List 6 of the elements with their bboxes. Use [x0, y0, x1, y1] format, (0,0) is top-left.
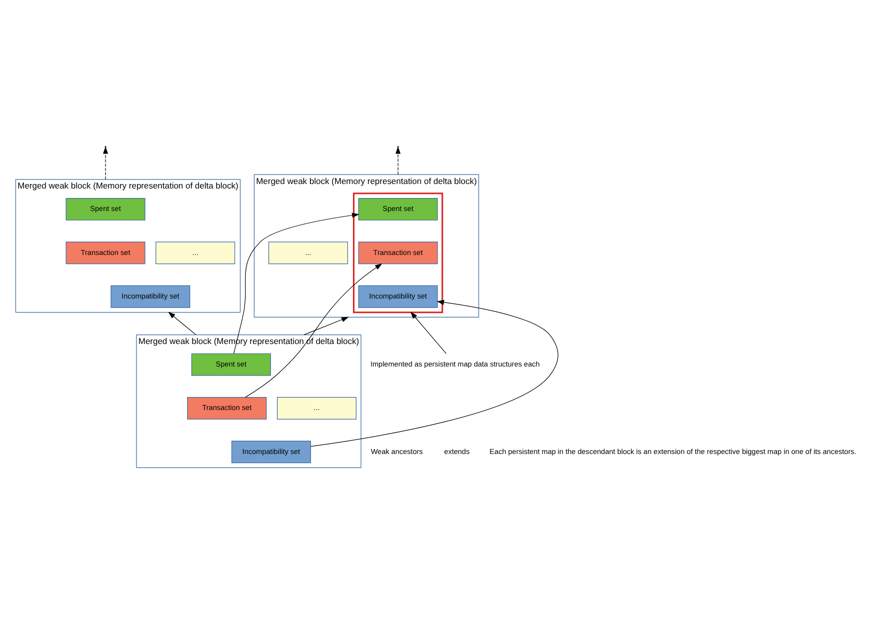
arrow — [304, 316, 349, 336]
arrow — [233, 212, 360, 354]
arrow — [168, 312, 196, 336]
arrow — [410, 312, 446, 354]
arrow — [310, 300, 558, 447]
arrow — [244, 263, 382, 398]
